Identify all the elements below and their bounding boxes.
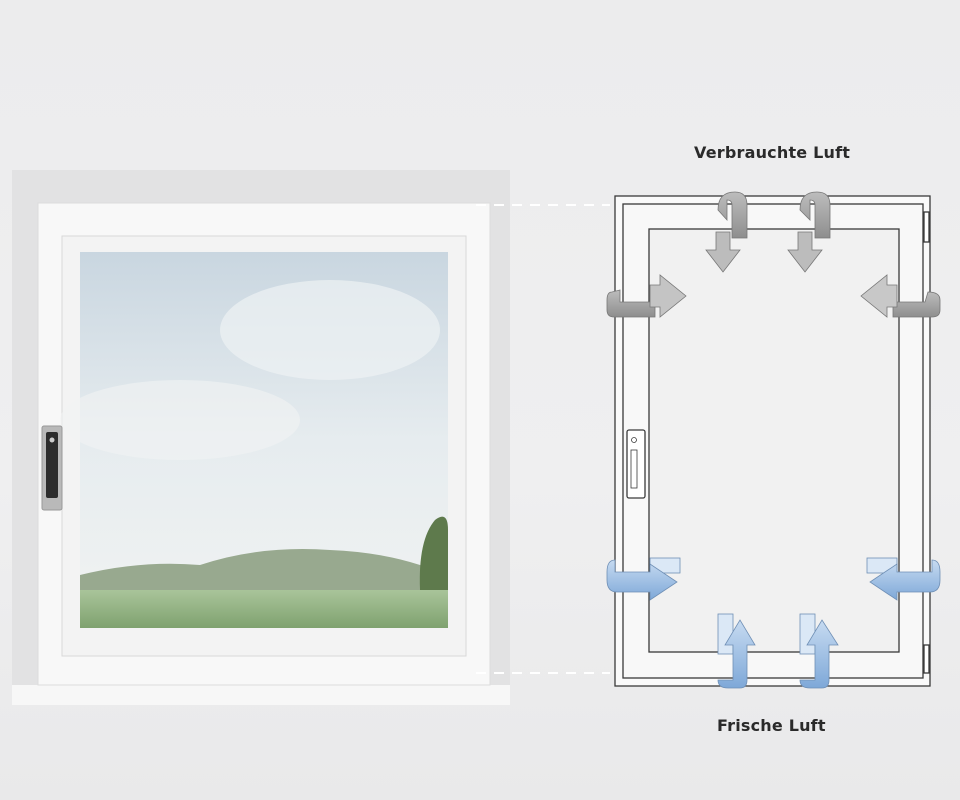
tree-line [80,549,448,592]
glass-area [648,228,900,653]
field [80,590,448,628]
fresh-arrow-right [866,557,941,601]
fresh-arrow-bottom-left [717,613,756,689]
fresh-arrow-left [606,557,681,601]
exhaust-air-label: Verbrauchte Luft [694,143,851,162]
hinge-bottom [923,644,930,674]
exhaust-arrow-top-right [787,191,831,273]
exhaust-arrow-top-left [705,191,748,273]
ventilation-diagram [614,195,931,687]
exhaust-arrows [606,191,941,318]
exhaust-arrow-left [606,274,687,318]
handle-panel [46,432,58,498]
fresh-arrow-bottom-right [799,613,839,689]
tree [419,516,448,595]
window-sill [12,685,510,705]
fresh-air-arrows [606,557,941,689]
fresh-air-label: Frische Luft [717,716,826,735]
hinge-top [923,211,930,243]
photo-window [12,170,610,705]
exhaust-arrow-right [860,274,941,318]
